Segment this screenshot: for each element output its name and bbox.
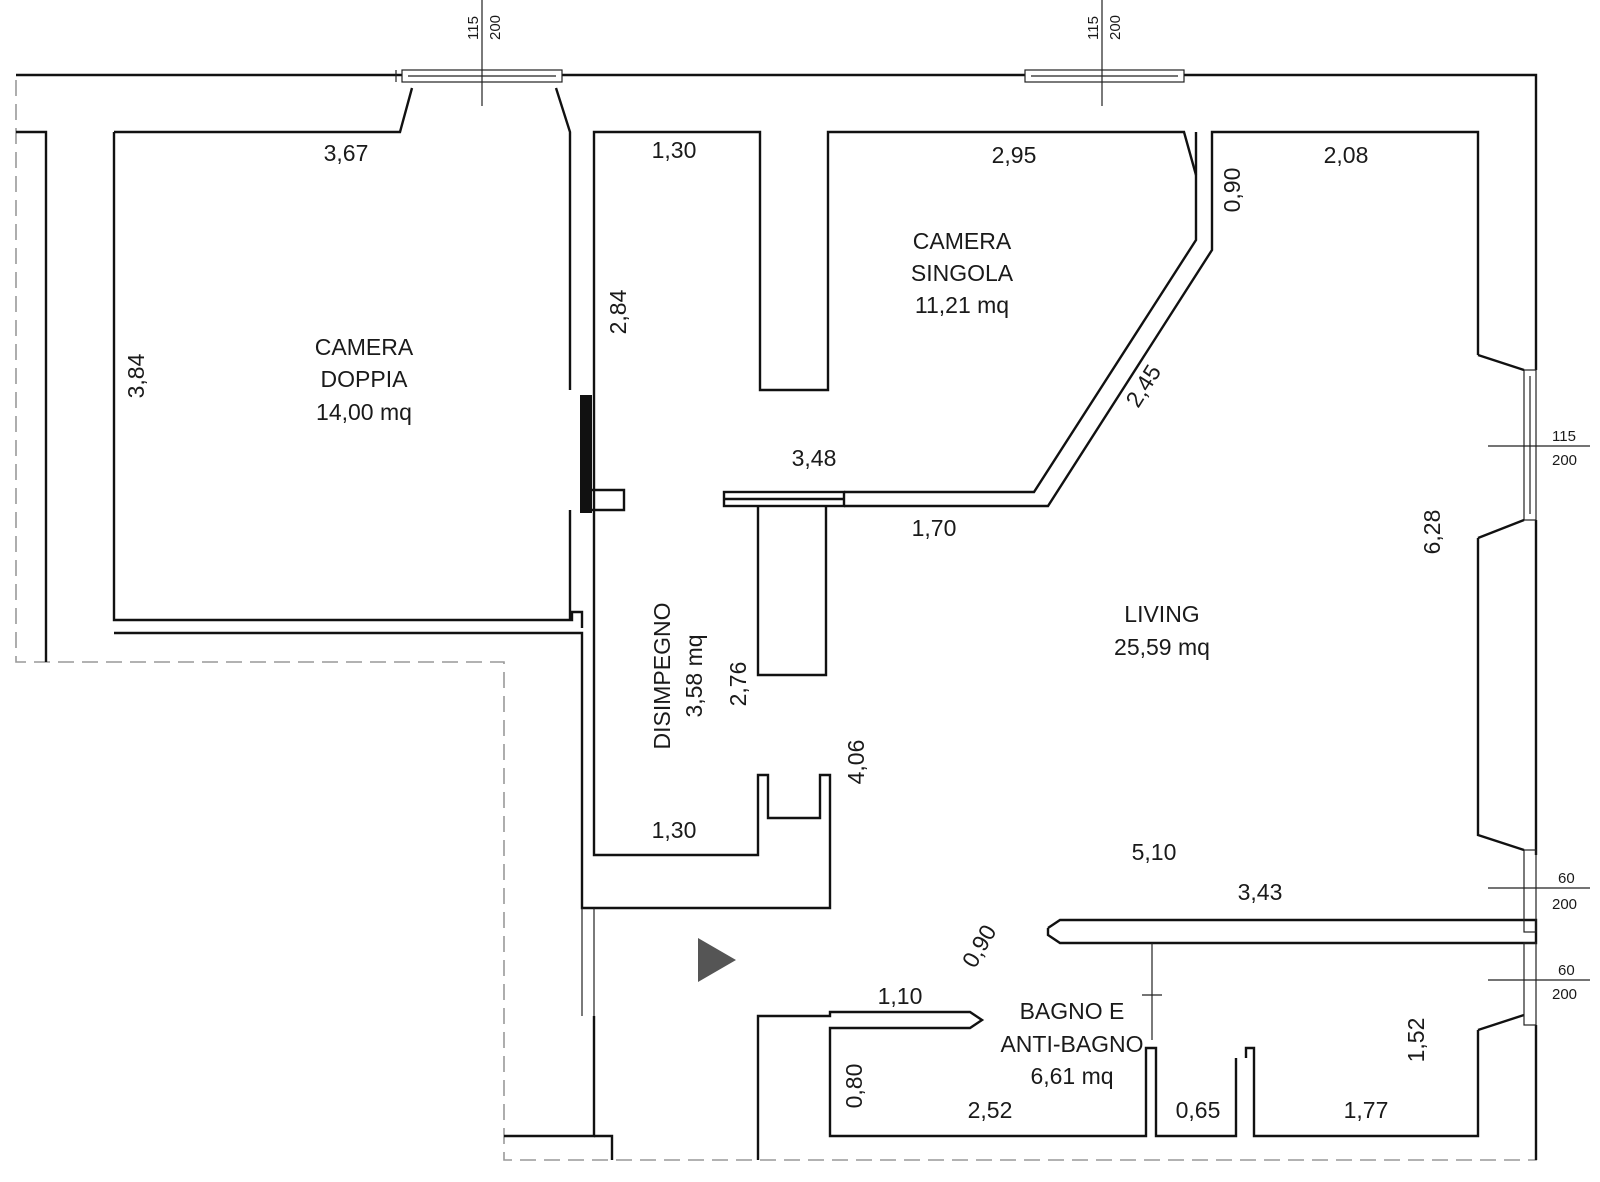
dimension-label: 0,65 <box>1176 1097 1221 1123</box>
room-bagno: BAGNO E ANTI-BAGNO 6,61 mq <box>1000 998 1143 1089</box>
room-name: DOPPIA <box>321 366 409 392</box>
room-camera-singola: CAMERA SINGOLA 11,21 mq <box>911 228 1014 318</box>
outer-walls <box>16 73 1538 1160</box>
window-right-upper-small <box>1488 849 1590 933</box>
dimension-label: 2,95 <box>992 142 1037 168</box>
dimension-label: 2,76 <box>725 662 751 707</box>
room-area: 14,00 mq <box>316 399 412 425</box>
dimension-label: 2,52 <box>968 1097 1013 1123</box>
window-right-living <box>1488 369 1590 521</box>
window-top-left <box>395 0 563 106</box>
room-disimpegno: DISIMPEGNO 3,58 mq <box>649 603 707 750</box>
window-label: 115 <box>1552 428 1576 445</box>
dimension-label: 2,84 <box>605 289 631 334</box>
window-label: 60 <box>1558 962 1575 979</box>
window-label: 60 <box>1558 870 1575 887</box>
dimension-label: 2,08 <box>1324 142 1369 168</box>
dimension-label: 0,80 <box>841 1064 867 1109</box>
room-area: 25,59 mq <box>1114 634 1210 660</box>
room-name: SINGOLA <box>911 260 1014 286</box>
room-name: CAMERA <box>913 228 1012 254</box>
dimension-label: 5,10 <box>1132 839 1177 865</box>
window-label: 115 <box>1085 16 1102 40</box>
room-name: CAMERA <box>315 334 414 360</box>
dimension-label: 3,84 <box>123 353 149 398</box>
window-right-lower-small <box>1488 942 1590 1026</box>
dimension-label: 2,45 <box>1120 360 1166 412</box>
interior-walls <box>112 87 1538 1160</box>
room-name: DISIMPEGNO <box>649 603 675 750</box>
room-name: ANTI-BAGNO <box>1000 1031 1143 1057</box>
dimension-label: 1,30 <box>652 137 697 163</box>
dimension-labels: 3,67 1,30 2,95 0,90 2,08 3,84 2,84 2,45 … <box>123 137 1445 1123</box>
dimension-label: 6,28 <box>1419 510 1445 555</box>
room-area: 11,21 mq <box>915 292 1009 318</box>
room-name: BAGNO E <box>1020 998 1125 1024</box>
dimension-label: 0,90 <box>1219 168 1245 213</box>
dimension-label: 3,67 <box>324 140 369 166</box>
window-top-right <box>1024 0 1185 106</box>
dimension-label: 3,48 <box>792 445 837 471</box>
window-label: 200 <box>1552 452 1577 469</box>
dimension-label: 1,10 <box>878 983 923 1009</box>
dimension-label: 0,90 <box>957 920 1002 972</box>
room-living: LIVING 25,59 mq <box>1114 601 1210 660</box>
room-camera-doppia: CAMERA DOPPIA 14,00 mq <box>315 334 414 425</box>
window-label: 200 <box>1552 986 1577 1003</box>
window-label: 115 <box>465 16 482 40</box>
entrance-arrow-icon <box>698 938 736 982</box>
window-label: 200 <box>1552 896 1577 913</box>
room-area: 6,61 mq <box>1030 1063 1113 1089</box>
window-label: 200 <box>1107 15 1124 40</box>
dimension-label: 1,70 <box>912 515 957 541</box>
dimension-label: 1,30 <box>652 817 697 843</box>
dimension-label: 3,43 <box>1238 879 1283 905</box>
window-label: 200 <box>487 15 504 40</box>
dimension-label: 1,77 <box>1344 1097 1389 1123</box>
room-area: 3,58 mq <box>681 634 707 717</box>
dimension-label: 4,06 <box>843 740 869 785</box>
room-name: LIVING <box>1124 601 1199 627</box>
dimension-label: 1,52 <box>1403 1018 1429 1063</box>
